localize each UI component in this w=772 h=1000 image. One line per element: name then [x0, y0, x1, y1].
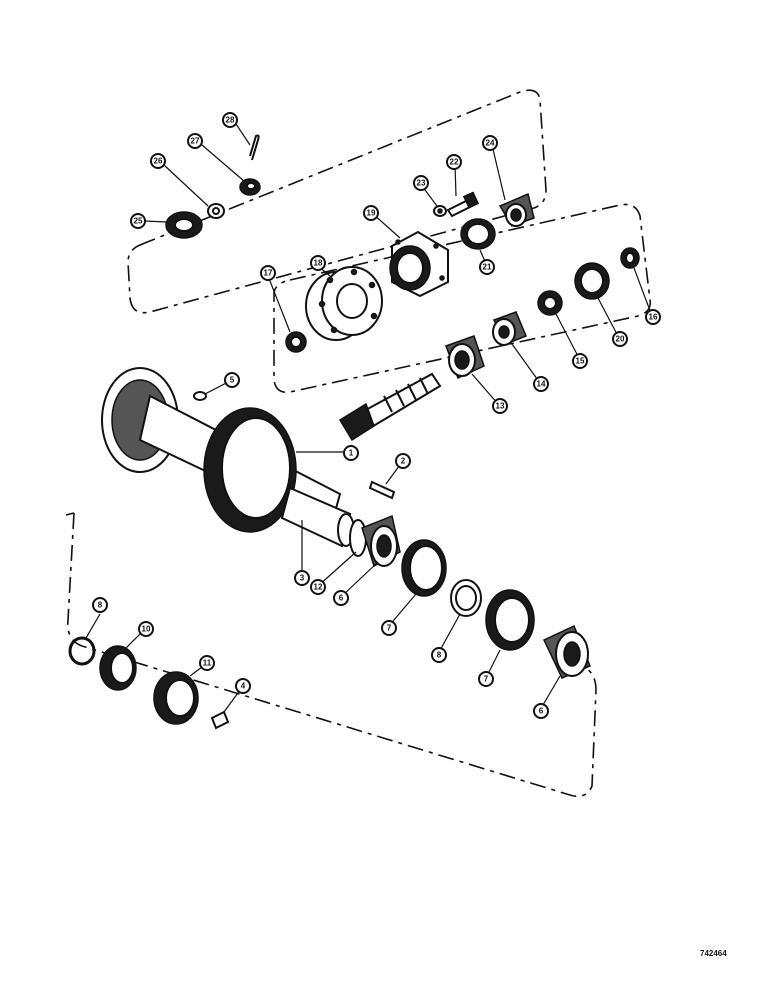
part-13-roller-bearing — [445, 335, 485, 380]
part-4-dowel — [210, 710, 230, 730]
callout-22: 22 — [446, 154, 462, 170]
callout-17: 17 — [260, 265, 276, 281]
svg-text:25: 25 — [134, 217, 143, 226]
svg-text:23: 23 — [417, 179, 426, 188]
callout-19: 19 — [363, 205, 379, 221]
svg-text:21: 21 — [483, 263, 492, 272]
part-1-pinion-shaft — [338, 372, 442, 442]
callout-27: 27 — [187, 133, 203, 149]
svg-text:20: 20 — [616, 335, 625, 344]
callout-24: 24 — [482, 135, 498, 151]
part-7-bearing-cup-lower — [485, 589, 535, 651]
svg-text:12: 12 — [314, 583, 323, 592]
callout-28: 28 — [222, 112, 238, 128]
svg-text:16: 16 — [649, 313, 658, 322]
part-25-seal — [165, 211, 203, 239]
svg-text:4: 4 — [241, 682, 246, 691]
svg-text:6: 6 — [339, 594, 344, 603]
svg-text:19: 19 — [367, 209, 376, 218]
callout-2: 2 — [395, 453, 411, 469]
part-24-bearing-cone — [498, 192, 535, 227]
part-14-spacer-sleeve — [492, 311, 527, 346]
svg-text:1: 1 — [349, 449, 354, 458]
part-19-bearing-carrier — [389, 230, 449, 298]
svg-text:5: 5 — [230, 376, 235, 385]
svg-text:7: 7 — [387, 624, 392, 633]
part-6-bearing-cone-lower — [542, 624, 591, 679]
callout-3: 3 — [294, 570, 310, 586]
callout-12: 12 — [310, 579, 326, 595]
callout-16: 16 — [645, 309, 661, 325]
part-8-o-ring — [68, 636, 96, 666]
part-7-bearing-cup-upper — [401, 539, 447, 597]
group-outline-upper — [127, 89, 547, 314]
svg-text:7: 7 — [484, 675, 489, 684]
svg-text:8: 8 — [98, 601, 103, 610]
part-3-axle-with-ring-gear — [101, 367, 355, 548]
svg-text:24: 24 — [486, 139, 495, 148]
svg-text:8: 8 — [437, 651, 442, 660]
callout-13: 13 — [492, 398, 508, 414]
callout-15: 15 — [572, 353, 588, 369]
svg-text:18: 18 — [314, 259, 323, 268]
svg-text:11: 11 — [203, 659, 212, 668]
callout-14: 14 — [533, 376, 549, 392]
group-outline-middle — [273, 203, 652, 394]
callout-10: 10 — [138, 621, 154, 637]
svg-text:28: 28 — [226, 116, 235, 125]
part-22-bolt — [446, 191, 480, 218]
callout-23: 23 — [413, 175, 429, 191]
part-11-bearing — [153, 671, 199, 725]
part-15-nut — [537, 290, 563, 316]
svg-text:22: 22 — [450, 158, 459, 167]
callout-11: 11 — [199, 655, 215, 671]
callout-8-lower: 8 — [92, 597, 108, 613]
callout-1: 1 — [343, 445, 359, 461]
svg-text:2: 2 — [401, 457, 406, 466]
group-outline-lower — [65, 512, 597, 798]
callout-8-upper: 8 — [431, 647, 447, 663]
svg-text:13: 13 — [496, 402, 505, 411]
part-20-bearing-cup — [574, 262, 610, 300]
part-21-bearing-cup — [460, 218, 496, 250]
callout-7-lower: 7 — [478, 671, 494, 687]
svg-text:26: 26 — [154, 157, 163, 166]
part-2-pin — [368, 480, 396, 500]
part-8-spacer-upper — [450, 579, 482, 617]
part-18-shims — [305, 266, 383, 341]
callout-7-upper: 7 — [381, 620, 397, 636]
callout-5: 5 — [224, 372, 240, 388]
part-6-bearing-cone-upper — [361, 514, 401, 568]
callout-26: 26 — [150, 153, 166, 169]
part-26-washer — [207, 203, 225, 219]
part-5-clip — [193, 391, 207, 401]
svg-text:14: 14 — [537, 380, 546, 389]
figure-code: 742464 — [700, 949, 727, 958]
callout-20: 20 — [612, 331, 628, 347]
callout-6-upper: 6 — [333, 590, 349, 606]
svg-text:3: 3 — [300, 574, 305, 583]
part-12-snap-ring — [349, 519, 367, 557]
callout-6-lower: 6 — [533, 703, 549, 719]
part-28-cotter-pin — [249, 134, 260, 161]
part-16-bearing-cone — [620, 247, 640, 269]
svg-text:15: 15 — [576, 357, 585, 366]
svg-text:10: 10 — [142, 625, 151, 634]
part-23-washer — [433, 205, 447, 217]
callout-18: 18 — [310, 255, 326, 271]
part-27-castle-nut — [239, 178, 261, 196]
part-17-seal — [285, 331, 307, 353]
callout-4: 4 — [235, 678, 251, 694]
svg-text:17: 17 — [264, 269, 273, 278]
callout-25: 25 — [130, 213, 146, 229]
svg-text:27: 27 — [191, 137, 200, 146]
svg-text:6: 6 — [539, 707, 544, 716]
callout-21: 21 — [479, 259, 495, 275]
part-10-bearing — [99, 645, 137, 691]
